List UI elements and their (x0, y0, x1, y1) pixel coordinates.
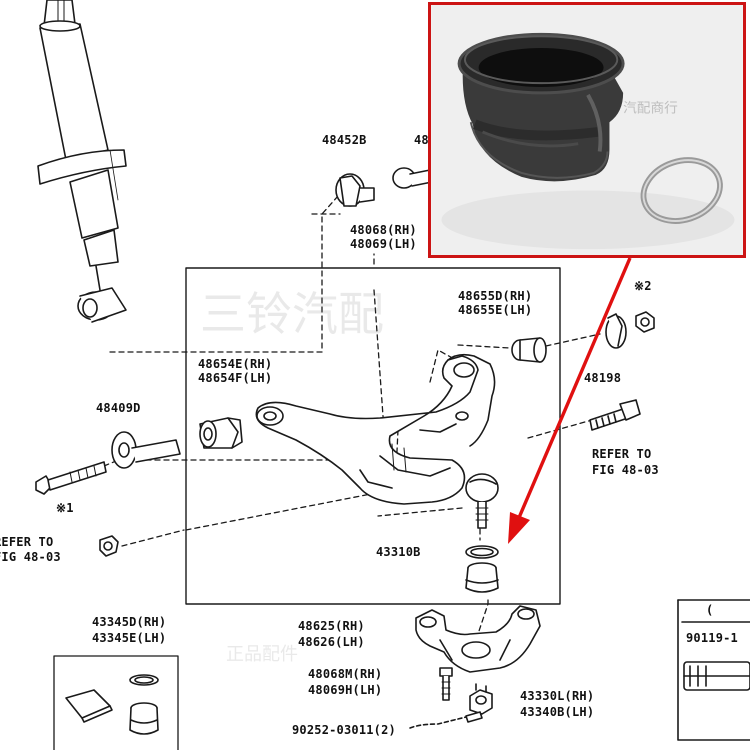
label-refer-left-line2: FIG 48-03 (0, 550, 61, 564)
label-refer-right-line2: FIG 48-03 (592, 463, 659, 477)
label-48-truncated: 48 (414, 133, 429, 147)
rear-bushing-icon (511, 337, 547, 363)
label-48198: 48198 (584, 371, 622, 385)
label-48069-lh: 48069(LH) (350, 237, 417, 251)
nut-left-icon (99, 535, 119, 557)
label-48655d-rh: 48655D(RH) (458, 289, 533, 303)
label-43330l-rh: 43330L(RH) (520, 689, 595, 703)
label-48654e-rh: 48654E(RH) (198, 357, 273, 371)
label-48625-rh: 48625(RH) (298, 619, 365, 633)
label-48068m-rh: 48068M(RH) (308, 667, 383, 681)
label-48068-rh: 48068(RH) (350, 223, 417, 237)
cotter-pin-icon (409, 711, 483, 729)
bolt-1-icon (35, 461, 107, 495)
label-note-1: ※1 (56, 501, 74, 515)
nut-2-icon (635, 311, 655, 333)
label-table-paren: ( (706, 603, 714, 617)
label-48452b: 48452B (322, 133, 367, 147)
cam-plate-48198-icon (605, 313, 627, 349)
lower-control-arm-icon (255, 353, 499, 529)
label-48069h-lh: 48069H(LH) (308, 683, 383, 697)
label-90119-1: 90119-1 (686, 631, 738, 645)
label-refer-right-line1: REFER TO (592, 447, 652, 461)
label-48655e-lh: 48655E(LH) (458, 303, 533, 317)
label-90252-03011: 90252-03011(2) (292, 723, 396, 737)
snap-ring-icon (465, 545, 499, 559)
label-note-2: ※2 (634, 279, 652, 293)
repair-kit-box (53, 655, 179, 750)
label-48626-lh: 48626(LH) (298, 635, 365, 649)
dust-boot-photo-icon: 汽配商行 (431, 5, 743, 255)
label-48654f-lh: 48654F(LH) (198, 371, 273, 385)
label-43345e-lh: 43345E(LH) (92, 631, 167, 645)
front-bushing-icon (199, 417, 243, 449)
castle-nut-icon (469, 683, 493, 715)
highlight-arrow (508, 257, 632, 544)
label-43310b: 43310B (376, 545, 421, 559)
boot-photo-inset: 汽配商行 (428, 2, 746, 258)
label-43340b-lh: 43340B(LH) (520, 705, 595, 719)
shock-absorber-icon (37, 0, 127, 323)
label-48409d: 48409D (96, 401, 141, 415)
label-refer-left-line1: REFER TO (0, 535, 54, 549)
dust-boot-icon (465, 562, 499, 593)
parts-table-partial (677, 599, 750, 741)
bolt-right-icon (589, 399, 641, 431)
stud-bolt-icon (439, 667, 453, 701)
label-43345d-rh: 43345D(RH) (92, 615, 167, 629)
cam-washer-icon (392, 167, 433, 189)
steering-knuckle-arm-icon (415, 605, 541, 673)
cam-plate-48409d-icon (111, 431, 181, 469)
photo-watermark: 汽配商行 (623, 100, 678, 116)
assembly-box (185, 267, 561, 605)
cam-bolt-icon (335, 173, 375, 207)
